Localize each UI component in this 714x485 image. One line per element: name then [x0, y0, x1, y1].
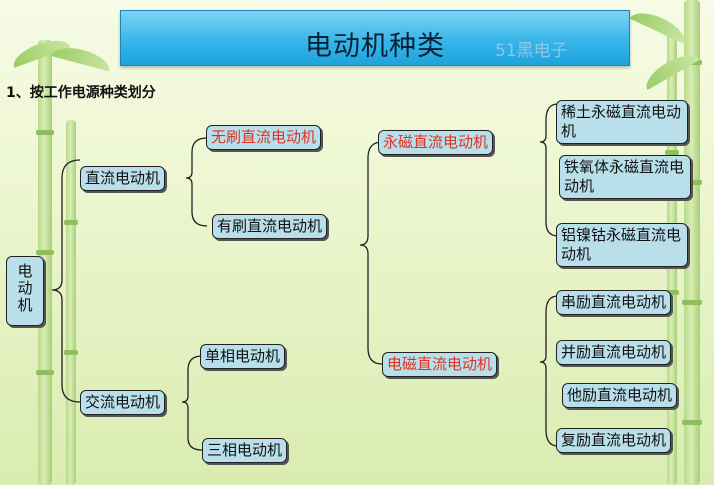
three-phase-box: 三相电动机	[202, 438, 288, 463]
bracket-pm	[539, 103, 559, 237]
em-subtype-label: 复励直流电动机	[561, 431, 667, 449]
pm-subtype-box: 铝镍钴永磁直流电动机	[556, 223, 688, 267]
pm-dc-label: 永磁直流电动机	[383, 133, 489, 151]
page-title: 电动机种类	[305, 31, 445, 62]
root-label: 电 动 机	[17, 262, 33, 314]
em-dc-label: 电磁直流电动机	[387, 355, 493, 373]
em-subtype-label: 串励直流电动机	[561, 293, 667, 311]
dc-motor-box: 直流电动机	[80, 166, 166, 191]
em-subtype-box: 并励直流电动机	[556, 340, 672, 365]
single-phase-label: 单相电动机	[205, 347, 281, 365]
em-dc-box: 电磁直流电动机	[382, 352, 498, 377]
ac-motor-label: 交流电动机	[85, 393, 161, 411]
brushless-dc-label: 无刷直流电动机	[211, 128, 317, 146]
bracket-root	[51, 159, 81, 403]
pm-subtype-label: 铝镍钴永磁直流电动机	[561, 226, 682, 263]
pm-subtype-label: 稀土永磁直流电动机	[561, 103, 682, 140]
title-banner: 电动机种类	[120, 10, 630, 66]
ac-motor-box: 交流电动机	[80, 390, 166, 415]
em-subtype-box: 复励直流电动机	[556, 428, 672, 453]
single-phase-box: 单相电动机	[200, 344, 286, 369]
pm-subtype-label: 铁氧体永磁直流电动机	[564, 158, 685, 195]
em-subtype-box: 他励直流电动机	[562, 383, 678, 408]
pm-dc-box: 永磁直流电动机	[378, 130, 494, 155]
bracket-ac	[181, 355, 203, 451]
brushless-dc-box: 无刷直流电动机	[206, 125, 322, 150]
em-subtype-label: 他励直流电动机	[567, 386, 673, 404]
em-subtype-box: 串励直流电动机	[556, 290, 672, 315]
em-subtype-label: 并励直流电动机	[561, 343, 667, 361]
bamboo-stalk-left	[36, 40, 54, 485]
bamboo-stalk-left-2	[64, 120, 78, 485]
section-heading: 1、按工作电源种类划分	[6, 85, 156, 101]
watermark-text: 51黑电子	[495, 41, 568, 61]
brushed-dc-box: 有刷直流电动机	[212, 214, 328, 239]
bracket-em	[539, 295, 559, 447]
bracket-dc	[185, 137, 208, 227]
root-motor-box: 电 动 机	[6, 256, 44, 326]
brushed-dc-label: 有刷直流电动机	[217, 217, 323, 235]
dc-motor-label: 直流电动机	[85, 169, 161, 187]
pm-subtype-box: 稀土永磁直流电动机	[556, 100, 688, 144]
pm-subtype-box: 铁氧体永磁直流电动机	[559, 155, 691, 199]
bracket-brushed	[359, 141, 383, 365]
three-phase-label: 三相电动机	[207, 441, 283, 459]
